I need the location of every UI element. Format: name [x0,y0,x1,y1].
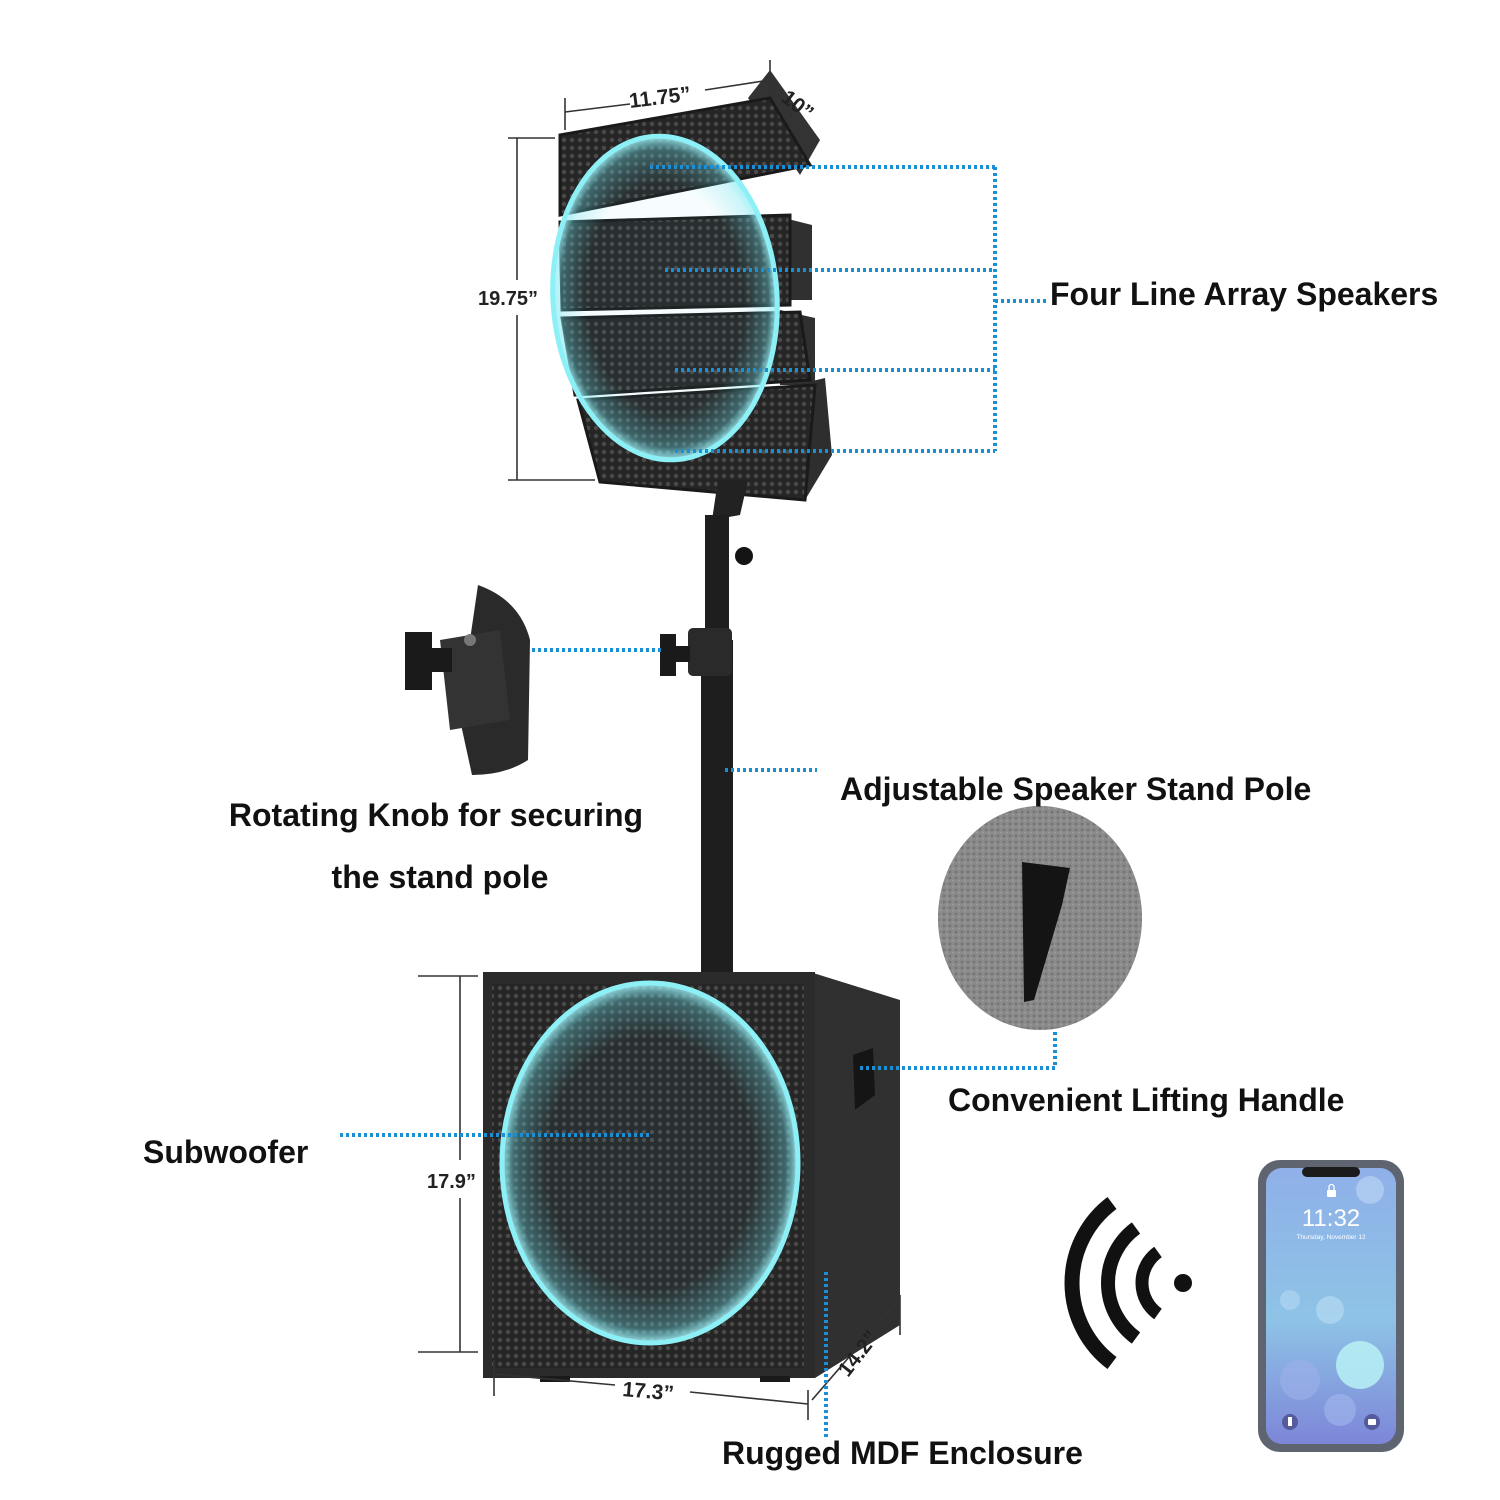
dim-sub-height: 17.9” [427,1171,476,1193]
subwoofer-glow-ring [499,980,801,1346]
wireless-signal-icon [1064,1197,1192,1369]
subwoofer-side-panel [810,972,900,1378]
clamp-knob-detail [405,632,452,690]
label-lifting-handle: Convenient Lifting Handle [948,1082,1344,1118]
smartphone [1258,1160,1404,1452]
subwoofer-cabinet [483,972,900,1382]
dim-sub-width: 17.3” [622,1378,675,1405]
subwoofer-foot-right [760,1376,790,1382]
dim-top-width: 11.75” [628,83,692,113]
clamp-screw [464,634,476,646]
label-rotating-knob-line1: Rotating Knob for securing [229,797,643,833]
label-rotating-knob-line2: the stand pole [332,859,549,895]
clamp-detail-image [405,585,530,775]
phone-notch [1302,1167,1360,1177]
dimension-lines [418,60,901,1420]
handle-closeup-image [938,806,1142,1030]
speaker-mount-bracket [712,480,748,520]
pole-lower-section [701,640,733,980]
dim-top-height: 19.75” [478,288,538,310]
label-subwoofer: Subwoofer [143,1134,308,1170]
label-four-line-array: Four Line Array Speakers [1050,276,1438,312]
phone-time: 11:32 [1302,1205,1360,1232]
subwoofer-lifting-handle [853,1048,875,1110]
label-mdf-enclosure: Rugged MDF Enclosure [722,1435,1083,1471]
lock-icon [1327,1183,1336,1197]
speaker-stand-pole [660,515,753,980]
clamp-sleeve [440,630,510,730]
line-array-glow-ring [550,133,780,463]
pole-clamp-collar [688,628,732,676]
pole-top-knob [735,547,753,565]
label-adjustable-pole: Adjustable Speaker Stand Pole [840,771,1311,807]
handle-closeup-recess [1022,862,1070,1002]
line-array-speaker [550,70,832,520]
pole-clamp-knob [660,634,690,676]
callout-handle [860,1030,1057,1070]
callout-lines [340,165,1057,1440]
phone-date: Thursday, November 12 [1296,1234,1366,1241]
